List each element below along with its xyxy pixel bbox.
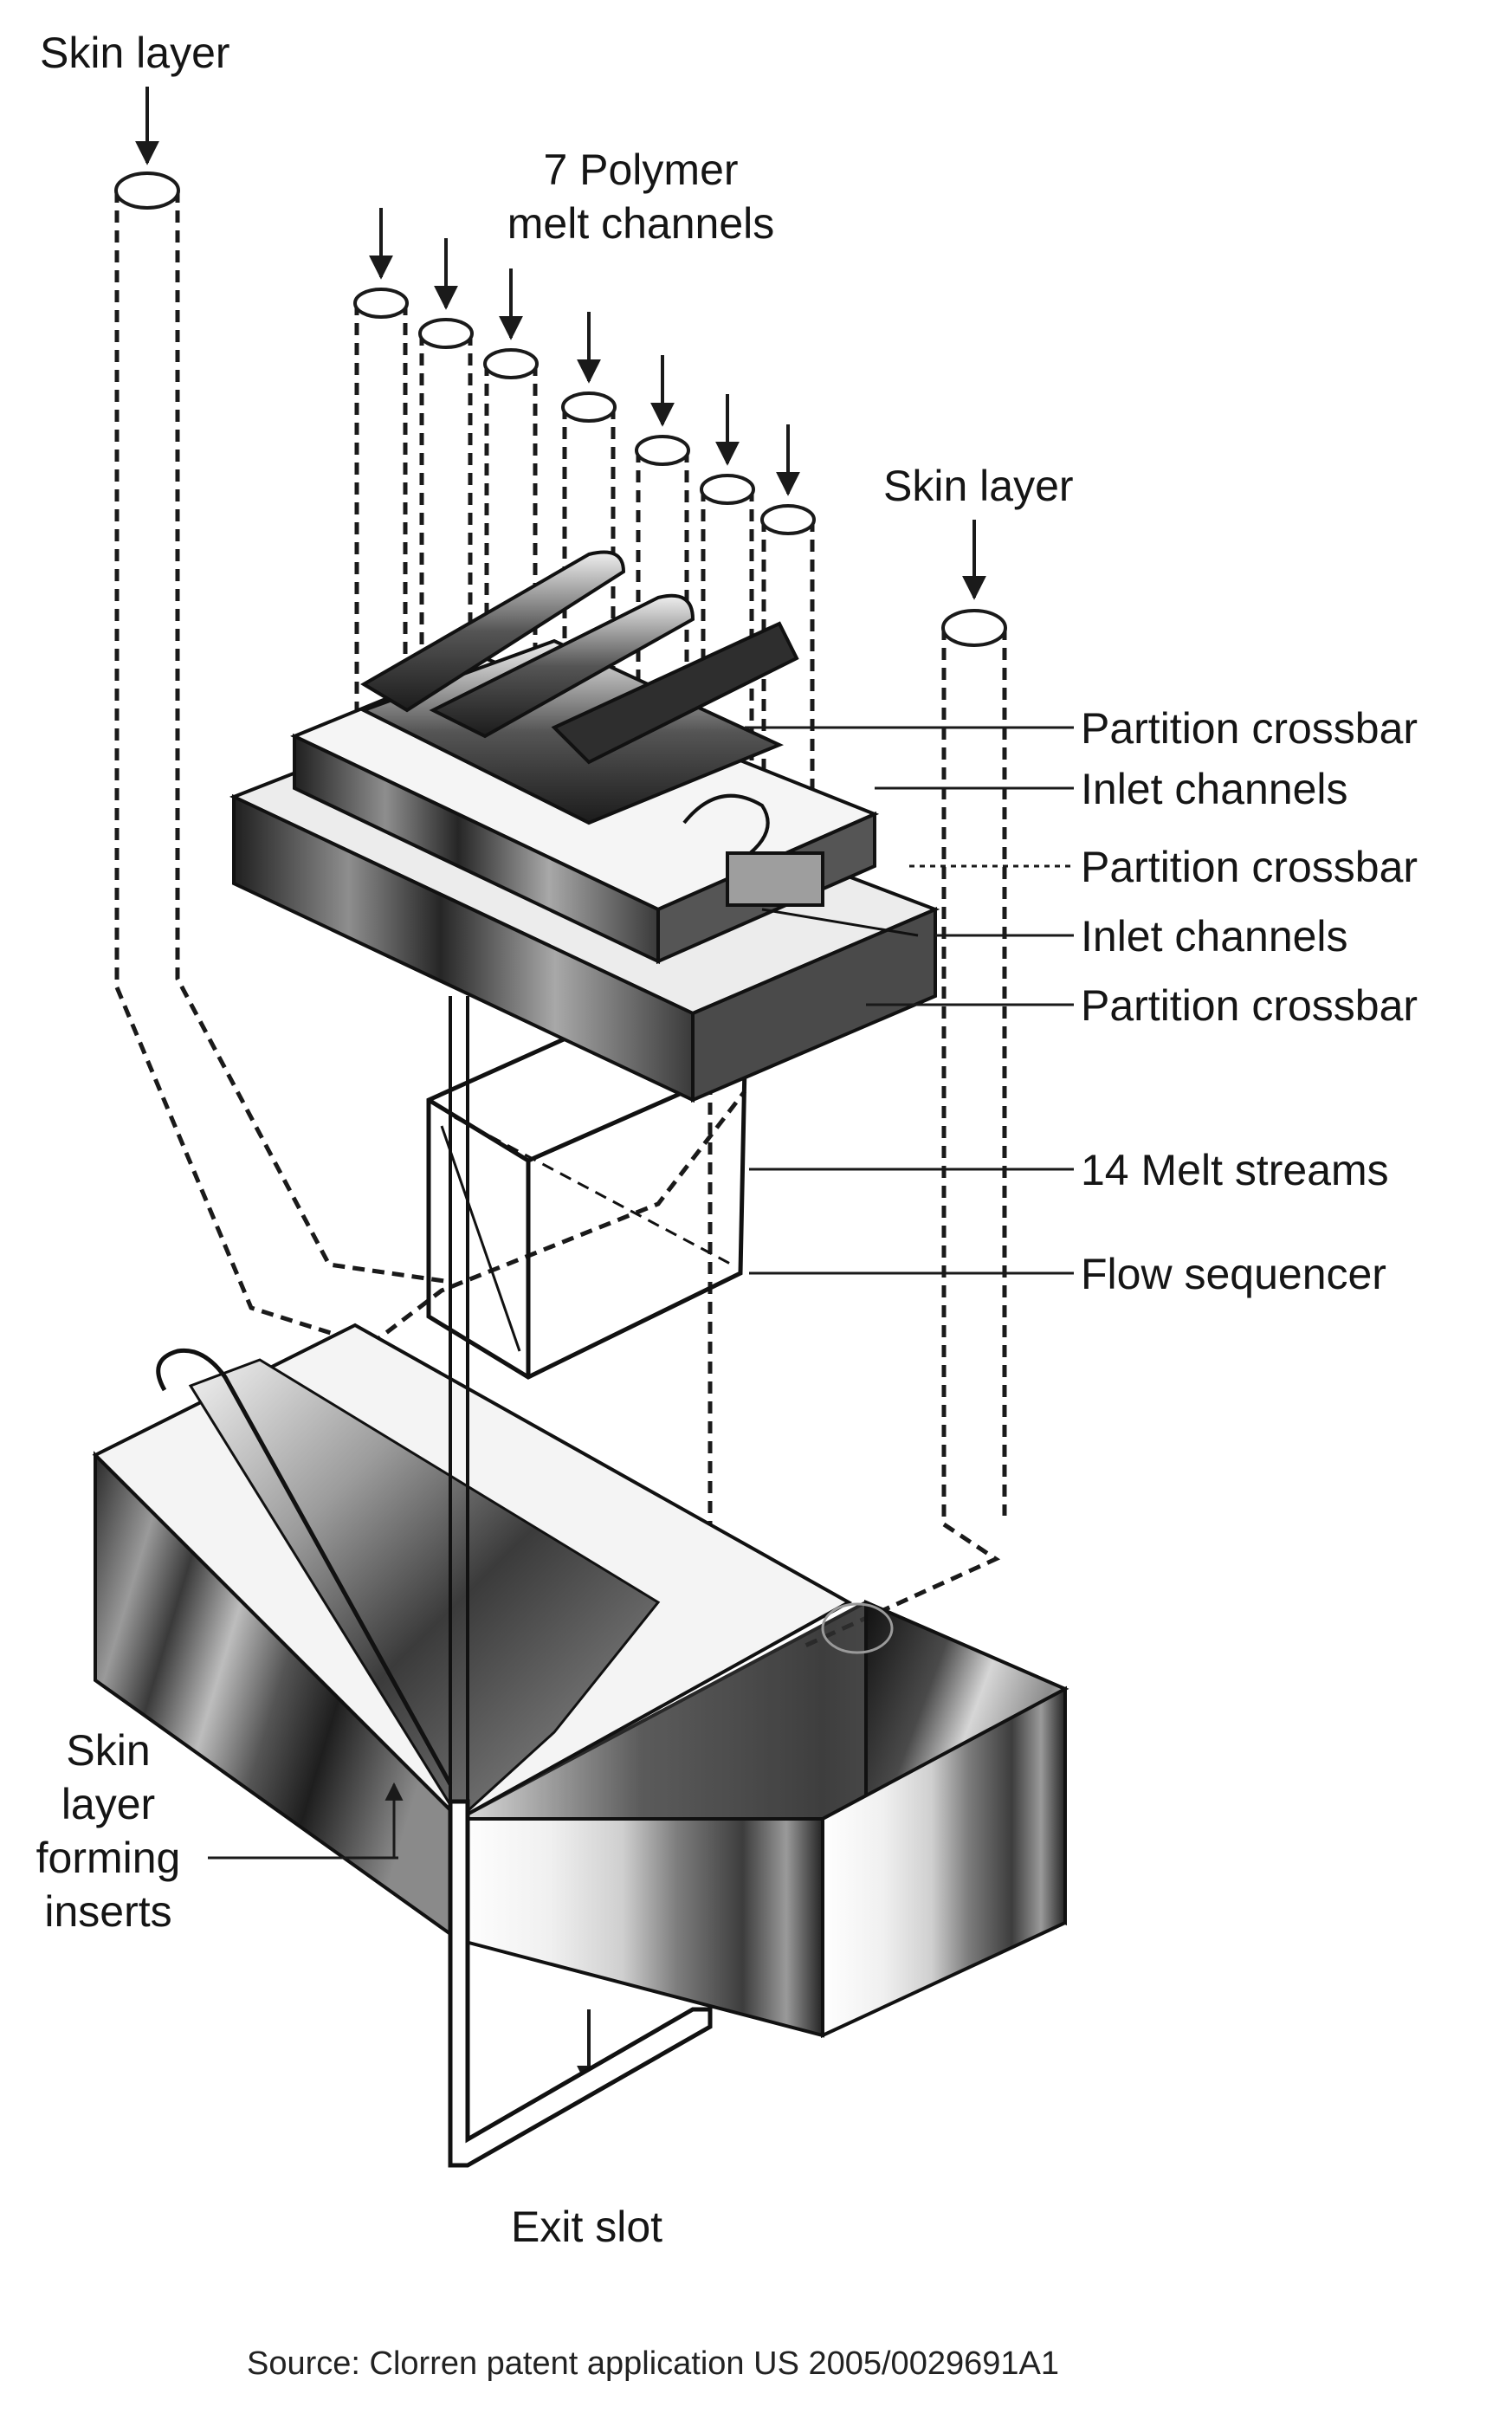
skin-layer-opening-left <box>114 171 180 210</box>
label-polymer-melt-channels: 7 Polymer melt channels <box>476 143 805 250</box>
source-caption: Source: Clorren patent application US 20… <box>247 2345 1059 2382</box>
label-partition-crossbar-3: Partition crossbar <box>1081 981 1418 1030</box>
label-skin-layer-forming-inserts: Skin layer forming inserts <box>9 1724 208 1938</box>
skin-layer-pipe-right-outer <box>804 628 1001 1648</box>
label-flow-sequencer: Flow sequencer <box>1081 1250 1386 1298</box>
dashed-flow-path <box>258 1090 746 1431</box>
right-insert-block <box>457 1599 1069 2039</box>
label-exit-slot: Exit slot <box>511 2203 663 2251</box>
melt-channel-opening <box>418 318 474 349</box>
label-skin-layer-left: Skin layer <box>40 29 230 77</box>
manifold-plates <box>229 550 940 1103</box>
label-skin-layer-right: Skin layer <box>883 462 1074 510</box>
skin-layer-pipe-left-outer <box>114 191 417 1362</box>
melt-channel-opening <box>483 348 539 379</box>
left-insert-block <box>92 1323 853 1944</box>
exit-slot <box>448 996 713 2168</box>
melt-channel-opening <box>353 288 409 319</box>
label-skin-insert-line3: forming <box>36 1834 181 1882</box>
label-skin-insert-line2: layer <box>61 1780 156 1828</box>
label-polymer-line1: 7 Polymer <box>543 146 739 194</box>
label-partition-crossbar-2: Partition crossbar <box>1081 843 1418 891</box>
label-polymer-line2: melt channels <box>507 199 775 248</box>
label-inlet-channels-2: Inlet channels <box>1081 912 1348 961</box>
skin-layer-opening-right <box>941 609 1007 647</box>
flow-arrows <box>135 87 986 2090</box>
label-melt-streams: 14 Melt streams <box>1081 1146 1389 1194</box>
label-inlet-channels-1: Inlet channels <box>1081 765 1348 813</box>
label-skin-insert-line4: inserts <box>44 1887 172 1936</box>
melt-channel-opening <box>561 391 617 423</box>
leader-lines <box>208 726 1074 1860</box>
label-partition-crossbar-1: Partition crossbar <box>1081 704 1418 753</box>
melt-channel-opening <box>760 504 816 535</box>
melt-channel-opening <box>700 474 755 505</box>
melt-channel-opening <box>635 435 690 466</box>
label-skin-insert-line1: Skin <box>66 1726 151 1775</box>
pipe-openings <box>114 171 1007 647</box>
